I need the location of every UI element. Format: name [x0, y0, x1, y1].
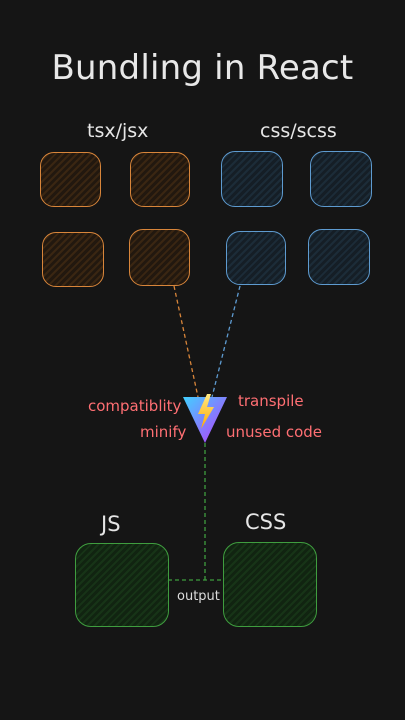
css-output-label: CSS: [245, 510, 287, 534]
tsx-jsx-label: tsx/jsx: [87, 120, 149, 142]
tsx-to-vite-connector: [173, 285, 199, 398]
output-label: output: [175, 589, 222, 604]
css-file-box: [308, 229, 370, 285]
tag-compatibility: compatiblity: [88, 397, 182, 415]
tag-unused-code: unused code: [226, 423, 323, 441]
css-scss-label: css/scss: [260, 120, 337, 142]
css-file-box: [221, 151, 283, 207]
css-to-vite-connector: [211, 285, 241, 398]
tsx-file-box: [129, 229, 190, 286]
tsx-file-box: [40, 152, 101, 207]
diagram-title: Bundling in React: [51, 48, 354, 88]
css-file-box: [226, 231, 286, 285]
tsx-file-box: [130, 152, 190, 207]
tsx-file-box: [42, 232, 104, 287]
js-output-label: JS: [101, 512, 121, 536]
js-output-box: [75, 543, 169, 627]
css-output-box: [223, 542, 317, 627]
tag-minify: minify: [140, 423, 187, 441]
vite-logo-icon: [183, 394, 227, 443]
css-file-box: [310, 151, 372, 207]
tag-transpile: transpile: [238, 392, 304, 410]
